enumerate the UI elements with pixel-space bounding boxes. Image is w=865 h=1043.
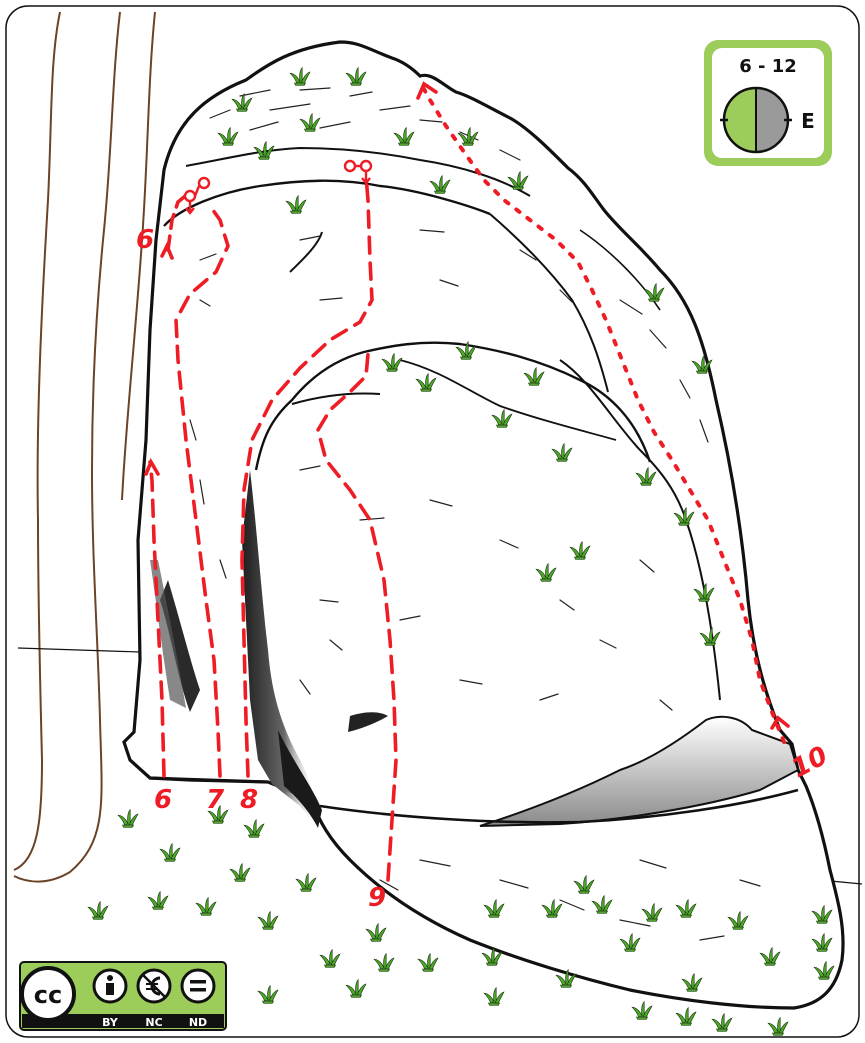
license-nd: ND [189, 1016, 207, 1029]
orientation-label: E [801, 109, 815, 133]
license-by: BY [102, 1016, 119, 1029]
cc-label: cc [34, 981, 62, 1009]
attribution-icon [94, 970, 126, 1002]
route-label: 9 [368, 883, 386, 913]
license-badge: cc BY NC ND [20, 962, 226, 1030]
grade-range: 6 - 12 [739, 56, 797, 77]
license-nc: NC [145, 1016, 162, 1029]
non-commercial-icon [138, 970, 170, 1002]
route-label: 8 [240, 785, 258, 815]
route-label: 6 [154, 785, 172, 815]
route-label: 7 [206, 785, 225, 815]
route-label: 6 [136, 225, 154, 255]
grade-badge: 6 - 12 E [704, 40, 832, 166]
no-derivatives-icon [182, 970, 214, 1002]
